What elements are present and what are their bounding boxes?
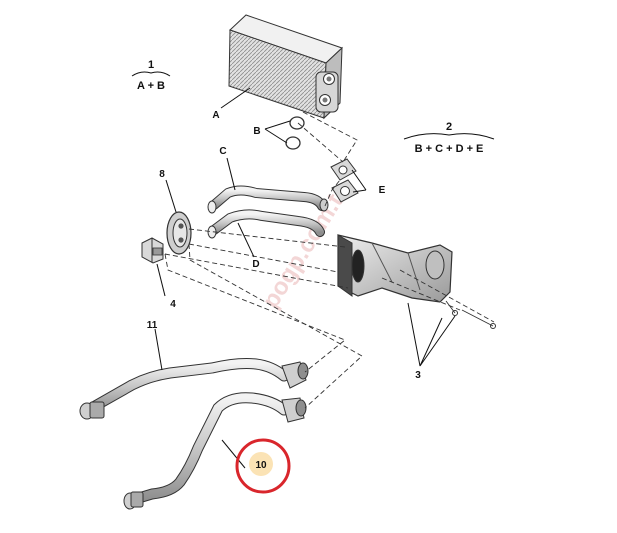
group-1-formula: A + B: [137, 80, 165, 92]
label-d: D: [252, 259, 259, 270]
highlight-callout-10: 10: [235, 438, 291, 494]
label-b: B: [253, 126, 260, 137]
duct-screws: [445, 300, 496, 329]
label-8: 8: [159, 169, 165, 180]
coolant-hose-11: [79, 358, 309, 420]
coolant-hose-10: [123, 392, 307, 510]
label-e: E: [379, 185, 386, 196]
o-rings: [285, 116, 305, 150]
retaining-clip: [141, 237, 164, 264]
label-c: C: [219, 146, 226, 157]
part-labels: A B C D E 8 4 11 3: [147, 110, 422, 381]
group-2-legend: 2 B + C + D + E: [403, 121, 495, 155]
heater-core: [228, 14, 343, 120]
label-3: 3: [415, 370, 421, 381]
bulkhead-grommet: [166, 211, 192, 255]
group-2-formula: B + C + D + E: [415, 143, 484, 155]
assembly-lines: [164, 111, 495, 409]
highlight-ring: [235, 438, 291, 494]
group-1-legend: 1 A + B: [131, 59, 171, 92]
heater-hoses: [207, 185, 329, 239]
label-a: A: [212, 110, 219, 121]
heater-duct: [337, 234, 453, 303]
group-2-number: 2: [446, 121, 452, 133]
label-10: 10: [255, 460, 267, 471]
label-4: 4: [170, 299, 176, 310]
leader-lines: [154, 87, 456, 469]
label-11: 11: [147, 320, 158, 331]
flange-gaskets: [330, 158, 359, 203]
group-1-number: 1: [148, 59, 154, 71]
